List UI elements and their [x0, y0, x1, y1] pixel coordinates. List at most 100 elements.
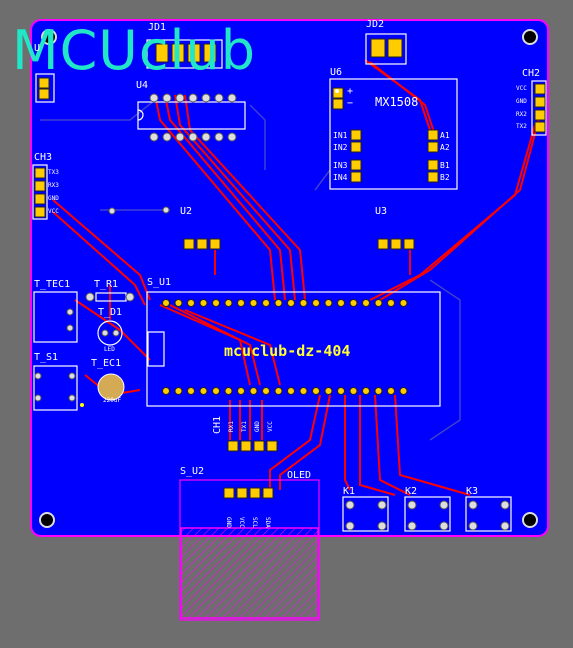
s-u1-pin	[199, 299, 208, 307]
label-t-s1: T_S1	[34, 352, 59, 363]
s-u1-pin	[274, 299, 283, 307]
bottom-traces	[40, 99, 461, 441]
ch1-pin-3: GND	[254, 421, 261, 432]
s-u1-pin	[374, 299, 383, 307]
mounting-holes	[39, 29, 538, 528]
label-k3: K3	[466, 486, 479, 497]
s-u1-pin	[349, 299, 358, 307]
s-u1-pin	[387, 387, 395, 395]
silkscreen	[32, 33, 547, 621]
s-u1-pin	[312, 387, 320, 395]
s-u1-pin	[299, 299, 308, 307]
label-t-ec1: T_EC1	[91, 358, 122, 369]
s-u1-pin	[287, 299, 295, 307]
label-t-tec1: T_TEC1	[34, 279, 71, 290]
u6-minus: −	[347, 98, 354, 109]
s-u1-pin	[337, 299, 345, 307]
label-k1: K1	[343, 486, 356, 497]
u6-in1: IN1	[333, 131, 348, 140]
s-u1-pin	[349, 387, 358, 395]
oled-pin-3: SCL	[251, 517, 258, 528]
board-substrate	[30, 19, 549, 537]
ch3-pin-3: GND	[48, 195, 59, 202]
label-s-u2: S_U2	[180, 466, 205, 477]
s-u1-pin	[399, 387, 408, 395]
ec1-capacitor	[97, 373, 125, 401]
label-ch2: CH2	[522, 68, 541, 79]
u6-in2: IN2	[333, 143, 348, 152]
s-u1-pin	[224, 387, 233, 395]
round-pads	[34, 93, 510, 531]
label-ch3: CH3	[34, 152, 53, 163]
oled-pin-4: SDA	[264, 517, 271, 528]
u6-in4: IN4	[333, 173, 348, 182]
u6-b2: B2	[440, 173, 450, 182]
s-u1-pin	[362, 387, 370, 395]
oled-pin-2: VCC	[238, 517, 245, 528]
ch3-pin-2: RX3	[48, 182, 59, 189]
label-u: U	[34, 43, 41, 54]
s-u1-pin	[212, 387, 220, 395]
label-mx1508: MX1508	[375, 95, 419, 109]
label-k2: K2	[405, 486, 418, 497]
u6-a1: A1	[440, 131, 450, 140]
u6-a2: A2	[440, 143, 450, 152]
label-ch1: CH1	[212, 415, 223, 434]
s-u1-pin	[162, 387, 170, 395]
s-u1-pin	[324, 387, 333, 395]
board-name: mcuclub-dz-404	[224, 342, 351, 360]
ch1-pin-2: TX1	[241, 421, 248, 432]
s-u1-pin	[174, 387, 183, 395]
d1-mark: LED	[104, 346, 115, 353]
s-u1-pin	[162, 299, 170, 307]
s-u1-pin	[337, 387, 345, 395]
s-u1-pin	[212, 299, 220, 307]
s-u1-pin	[324, 299, 333, 307]
label-u2: U2	[180, 206, 193, 217]
s-u1-pin	[262, 387, 270, 395]
pads	[34, 38, 546, 499]
u6-plus: +	[347, 86, 354, 97]
label-u6: U6	[330, 67, 343, 78]
s-u1-pin	[174, 299, 183, 307]
ch2-pin-1: VCC	[516, 85, 527, 92]
s-u1-pin	[287, 387, 295, 395]
s-u1-pin	[387, 299, 395, 307]
oled-flex-area	[180, 527, 319, 619]
label-t-r1: T_R1	[94, 279, 119, 290]
watermark: MCUclub	[12, 19, 257, 82]
s-u1-pin	[274, 387, 283, 395]
ch2-pin-2: GND	[516, 98, 527, 105]
oled-pin-1: GND	[225, 517, 232, 528]
s-u1-pin	[237, 299, 245, 307]
label-t-d1: T_D1	[98, 307, 123, 318]
ec1-value: 220uF	[103, 397, 122, 404]
label-jd2: JD2	[366, 19, 385, 30]
s-u1-pin-rows	[162, 299, 408, 395]
label-jd1: JD1	[148, 22, 167, 33]
ch1-pin-1: RX1	[228, 421, 235, 432]
s-u1-pin	[187, 387, 195, 395]
s-u1-pin	[237, 387, 245, 395]
s-u1-pin	[399, 299, 408, 307]
label-oled: OLED	[287, 470, 312, 481]
s-u1-pin	[374, 387, 383, 395]
s-u1-pin	[262, 299, 270, 307]
s-u1-pin	[224, 299, 233, 307]
ch3-pin-4: VCC	[48, 208, 59, 215]
label-s-u1: S_U1	[147, 277, 172, 288]
s-u1-pin	[299, 387, 308, 395]
u6-b1: B1	[440, 161, 450, 170]
ch2-pin-3: RX2	[516, 111, 527, 118]
s-u1-pin	[312, 299, 320, 307]
label-u4: U4	[136, 80, 149, 91]
ch1-pin-4: VCC	[267, 421, 274, 432]
label-u3: U3	[375, 206, 388, 217]
u6-in3: IN3	[333, 161, 348, 170]
s-u1-pin	[249, 387, 258, 395]
s-u1-pin	[199, 387, 208, 395]
ch3-pin-1: TX3	[48, 169, 59, 176]
s-u1-pin	[362, 299, 370, 307]
ch2-pin-4: TX2	[516, 123, 527, 130]
